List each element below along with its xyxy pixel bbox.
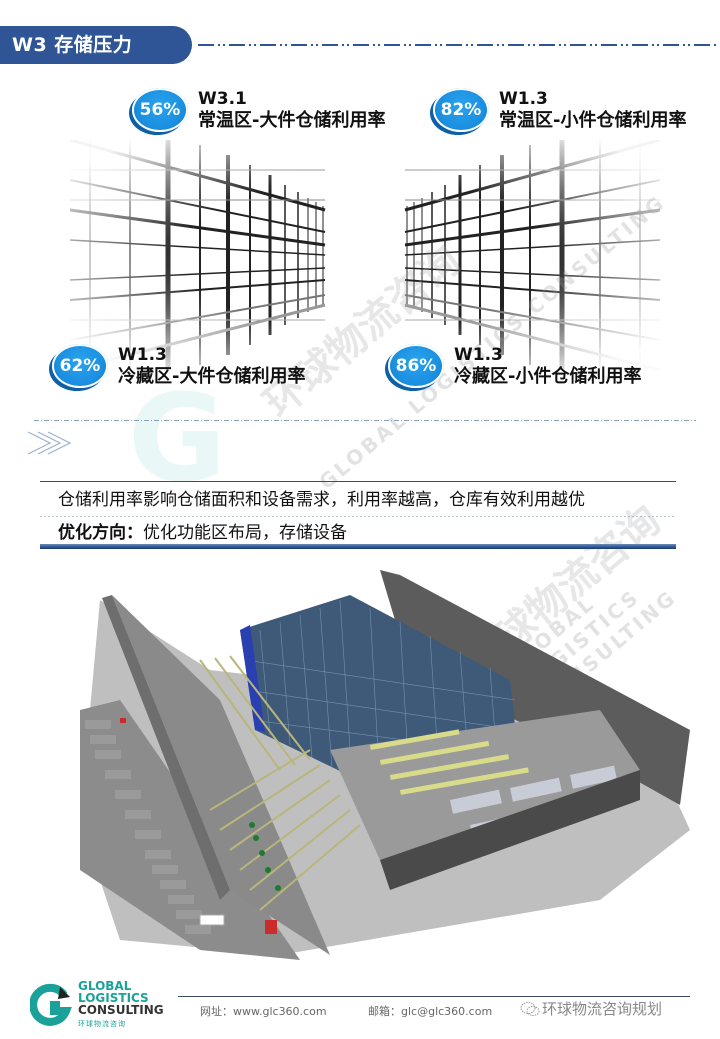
logo-g-icon (30, 983, 72, 1026)
title-divider (198, 44, 716, 46)
stat-label: 冷藏区-大件仓储利用率 (118, 366, 306, 387)
footer-email[interactable]: 邮箱：glc@glc360.com (368, 1005, 493, 1018)
footer-wechat-badge: 环球物流咨询规划 (520, 998, 662, 1019)
wechat-icon (520, 1001, 540, 1016)
stat-callout: 86% W1.3 冷藏区-小件仓储利用率 (388, 344, 641, 388)
rack-right-illustration (380, 138, 661, 372)
warehouse-illustration (80, 570, 700, 960)
stat-callout: 62% W1.3 冷藏区-大件仓储利用率 (52, 344, 305, 388)
note-divider (40, 516, 676, 517)
stat-callout: 82% W1.3 常温区-小件仓储利用率 (433, 88, 686, 132)
wechat-account-name: 环球物流咨询规划 (542, 1000, 663, 1018)
stat-label: 常温区-大件仓储利用率 (198, 110, 386, 131)
footer-divider (178, 996, 690, 997)
logo-line: GLOBAL (78, 979, 132, 993)
footer-website[interactable]: 网址：www.glc360.com (200, 1005, 327, 1018)
rack-left-illustration (69, 138, 350, 372)
note-label: 优化方向： (58, 523, 143, 543)
section-divider (34, 420, 696, 421)
logo-subtitle: 环球物流咨询 (78, 1020, 126, 1028)
stat-label: 常温区-小件仓储利用率 (499, 110, 687, 131)
stat-code: W1.3 (499, 89, 548, 109)
stat-label: 冷藏区-小件仓储利用率 (454, 366, 642, 387)
note-bottom-rule (40, 544, 676, 549)
percent-badge: 56% (132, 88, 188, 132)
stat-code: W3.1 (198, 89, 247, 109)
logo-line: LOGISTICS (78, 991, 149, 1005)
stat-code: W1.3 (454, 345, 503, 365)
percent-badge: 82% (433, 88, 489, 132)
logo-line: CONSULTING (78, 1003, 164, 1017)
stat-code: W1.3 (118, 345, 167, 365)
percent-badge: 86% (388, 344, 444, 388)
chevron-right-icon (27, 431, 72, 455)
stat-callout: 56% W3.1 常温区-大件仓储利用率 (132, 88, 385, 132)
note-top-rule (40, 481, 676, 482)
note-text: 仓储利用率影响仓储面积和设备需求，利用率越高，仓库有效利用越优 (58, 490, 585, 510)
page-title: W3 存储压力 (0, 26, 192, 64)
percent-badge: 62% (52, 344, 108, 388)
company-logo: GLOBAL LOGISTICS CONSULTING 环球物流咨询 (30, 980, 164, 1030)
note-optimization: 优化方向：优化功能区布局，存储设备 (58, 520, 676, 546)
note-value: 优化功能区布局，存储设备 (143, 523, 347, 543)
